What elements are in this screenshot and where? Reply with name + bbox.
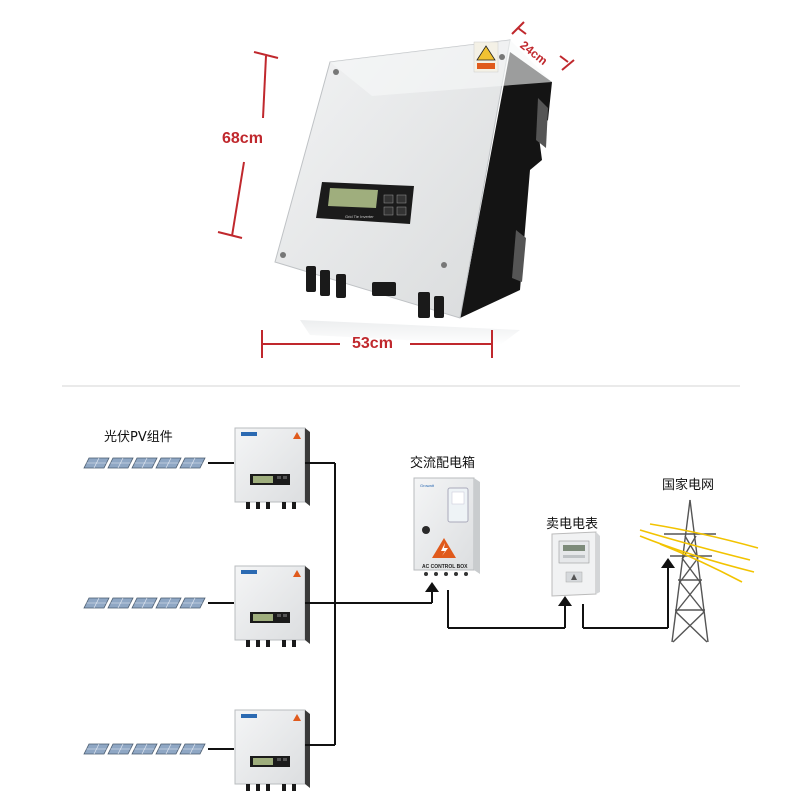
arrow-up-icon (558, 596, 572, 606)
solar-panel-icon (155, 743, 182, 755)
pv-modules-label: 光伏PV组件 (104, 430, 173, 445)
solar-panel-icon (83, 743, 110, 755)
pv-array (83, 457, 234, 755)
height-dimension-label: 68cm (222, 130, 263, 147)
string-inverter (234, 565, 310, 647)
string-inverters (234, 427, 310, 791)
warning-label-icon (473, 41, 499, 73)
solar-panel-icon (131, 743, 158, 755)
pv-module-row (83, 597, 234, 609)
svg-text:Grid Tie Inverter: Grid Tie Inverter (345, 214, 374, 219)
dc-connectors (306, 266, 444, 318)
svg-text:Growatt: Growatt (420, 483, 435, 488)
solar-panel-icon (179, 457, 206, 469)
power-lines (639, 523, 759, 583)
pv-module-row (83, 743, 234, 755)
arrow-up-icon (425, 582, 439, 592)
dimension-lines (217, 21, 575, 358)
national-grid-label: 国家电网 (662, 478, 715, 493)
solar-panel-icon (107, 597, 134, 609)
string-inverter (234, 427, 310, 509)
inverter-product: Grid Tie Inverter (274, 39, 552, 345)
transmission-tower-icon (639, 499, 759, 643)
arrow-up-icon (661, 558, 675, 568)
ac-control-box: Growatt AC CONTROL BOX (413, 477, 480, 576)
floor-reflection (300, 320, 520, 345)
solar-panel-icon (131, 597, 158, 609)
solar-panel-icon (131, 457, 158, 469)
arrow-icons (425, 558, 675, 606)
screw-icon (499, 54, 505, 60)
inverter-front (274, 39, 511, 319)
solar-panel-icon (107, 743, 134, 755)
solar-panel-icon (83, 457, 110, 469)
sell-meter-label: 卖电电表 (546, 517, 599, 532)
solar-panel-icon (155, 597, 182, 609)
solar-panel-icon (179, 743, 206, 755)
solar-panel-icon (83, 597, 110, 609)
meter-arrow-icon (571, 574, 577, 580)
screw-icon (333, 69, 339, 75)
wiring (305, 462, 669, 746)
screw-icon (280, 252, 286, 258)
inverter-side (460, 52, 552, 318)
solar-panel-icon (155, 457, 182, 469)
pv-module-row (83, 457, 234, 469)
ac-distribution-box-label: 交流配电箱 (410, 456, 476, 471)
lcd-control-panel: Grid Tie Inverter (316, 182, 414, 224)
string-inverter (234, 709, 310, 791)
screw-icon (441, 262, 447, 268)
electricity-meter (551, 531, 600, 597)
solar-panel-icon (179, 597, 206, 609)
ac-box-nameplate: AC CONTROL BOX (422, 564, 468, 570)
solar-panel-icon (107, 457, 134, 469)
width-dimension-label: 53cm (352, 335, 393, 352)
